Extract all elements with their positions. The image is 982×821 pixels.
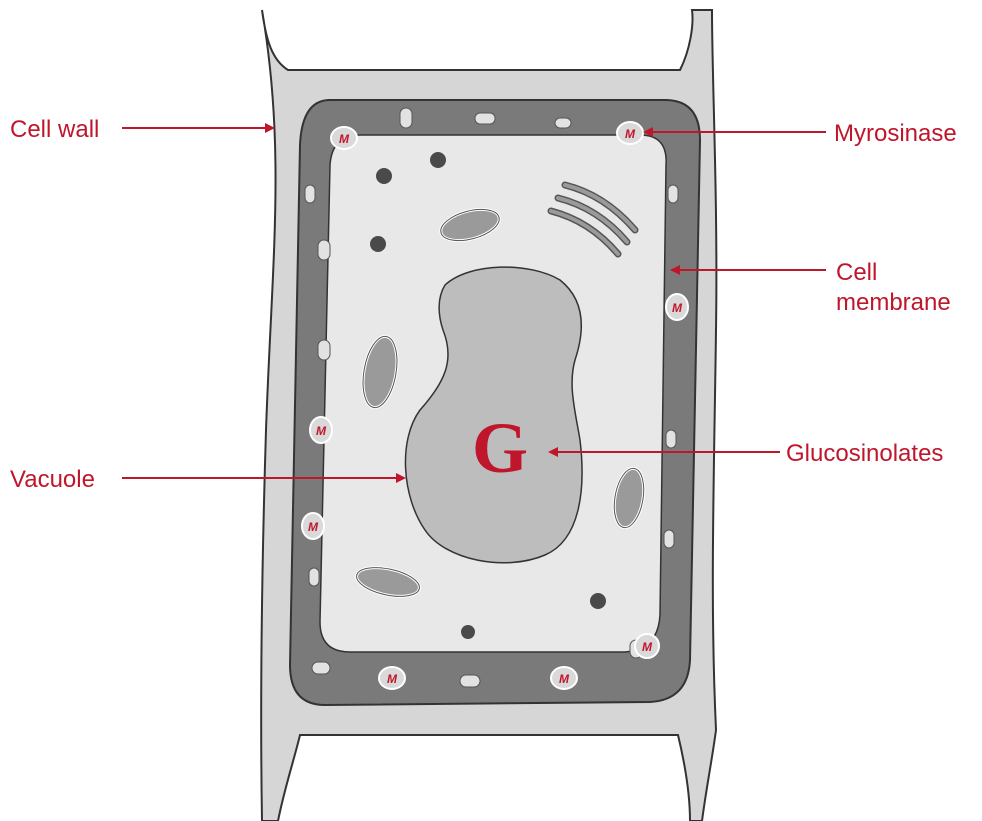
myrosinase-particle: M bbox=[331, 127, 357, 149]
myrosinase-symbol: M bbox=[339, 132, 350, 146]
myrosinase-particle: M bbox=[635, 634, 659, 658]
myrosinase-symbol: M bbox=[316, 424, 327, 438]
cell-wall-label: Cell wall bbox=[10, 116, 99, 143]
myrosinase-particle: M bbox=[310, 417, 332, 443]
glucosinolates-label: Glucosinolates bbox=[786, 440, 943, 467]
myrosinase-particle: M bbox=[302, 513, 324, 539]
cell-membrane-label-line1: Cell bbox=[836, 259, 877, 286]
myrosinase-particle: M bbox=[666, 294, 688, 320]
myrosinase-symbol: M bbox=[559, 672, 570, 686]
glucosinolate-symbol: G bbox=[472, 408, 528, 488]
myrosinase-particle: M bbox=[379, 667, 405, 689]
vacuole-label: Vacuole bbox=[10, 466, 95, 493]
myrosinase-symbol: M bbox=[625, 127, 636, 141]
myrosinase-particle: M bbox=[617, 122, 643, 144]
myrosinase-symbol: M bbox=[672, 301, 683, 315]
myrosinase-symbol: M bbox=[642, 640, 653, 654]
myrosinase-symbol: M bbox=[308, 520, 319, 534]
cell-membrane-label-line2: membrane bbox=[836, 289, 951, 316]
myrosinase-symbol: M bbox=[387, 672, 398, 686]
myrosinase-particle: M bbox=[551, 667, 577, 689]
myrosinase-label: Myrosinase bbox=[834, 120, 957, 147]
